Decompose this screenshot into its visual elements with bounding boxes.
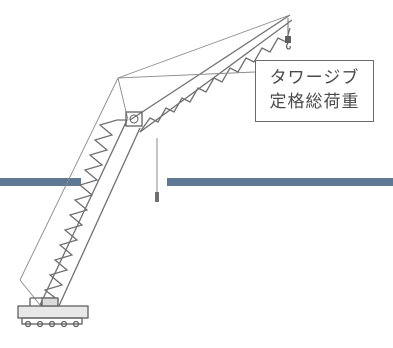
mast-hanging-line — [155, 138, 159, 202]
tower-jib — [129, 14, 293, 133]
main-boom — [39, 119, 141, 309]
callout-line-1: タワージブ — [269, 68, 360, 88]
separator-band-right — [167, 178, 393, 186]
boom-head — [125, 111, 143, 127]
crawler-base — [17, 297, 89, 328]
separator-band-left — [0, 178, 81, 186]
hook-icon — [285, 18, 291, 50]
callout-box: タワージブ 定格総荷重 — [255, 60, 374, 122]
callout-line-2: 定格総荷重 — [269, 92, 360, 112]
